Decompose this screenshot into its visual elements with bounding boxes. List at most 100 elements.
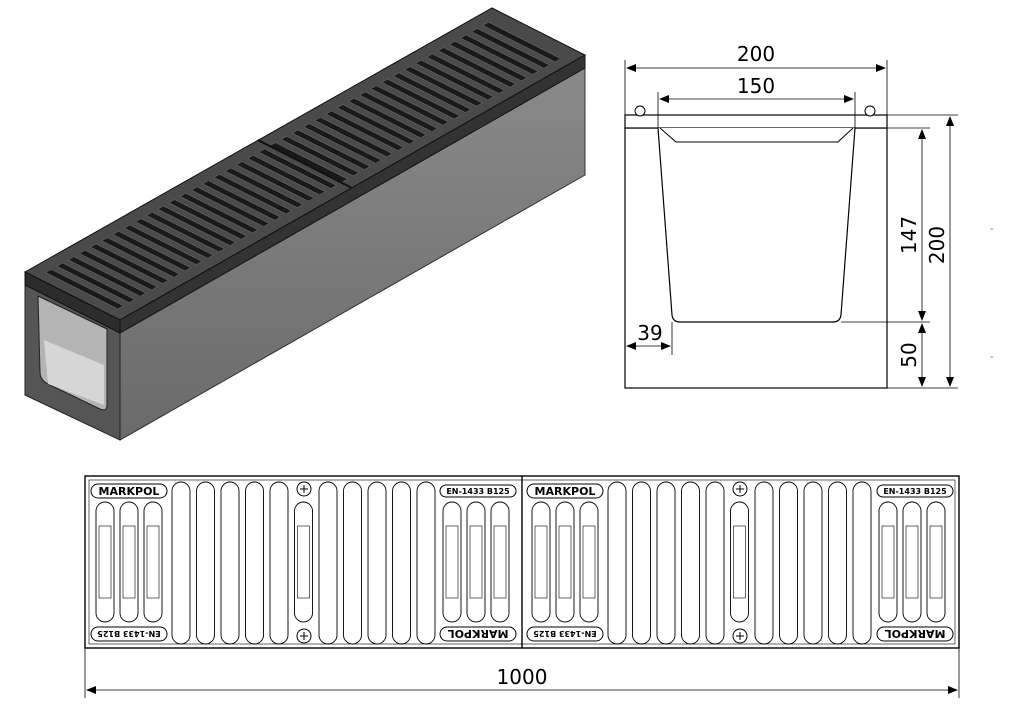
iso-grate-slot [448,40,528,82]
grate-slot [490,501,510,623]
grate-slot-inner [469,525,483,599]
grate-2: MARKPOL EN-1433 B125 EN-1433 B125 MARKPO… [526,481,954,644]
iso-grate-slot [157,205,237,246]
grate-slot [119,501,139,623]
grate-slot [828,481,847,645]
grate-1-norm-rotated: EN-1433 B125 [97,629,161,638]
dim-overall-height: 200 [925,226,949,264]
grate-seam [257,139,353,189]
section-grate [659,127,854,143]
grate-slot-inner [534,525,548,599]
iso-grate-slot [459,34,539,75]
grate-slot-inner [558,525,572,599]
iso-grate-slot [314,116,394,158]
iso-grate-slot [482,21,562,63]
iso-grate-slot [45,269,125,310]
grate-slot-inner [146,525,160,599]
iso-grate-slot [437,47,517,88]
grate-slot [269,481,289,645]
iso-grate-slot [280,136,360,177]
grate-slot [803,481,823,645]
iso-grate-slot [403,66,483,107]
iso-grate-slot [370,85,450,126]
grate-slot [705,481,725,645]
grate-slot [555,501,575,623]
section-inner-channel [657,127,856,323]
grate-slot [902,501,922,623]
grate-slot [245,481,264,645]
iso-grate-slot [67,256,147,297]
grate-slot [196,481,215,645]
iso-grate-slot [78,250,158,291]
grate-slot [632,481,651,645]
grate-slot [171,481,191,645]
isometric-view [23,7,587,441]
iso-grate-slot [179,193,259,234]
grate-1: MARKPOL EN-1433 B125 EN-1433 B125 MARKPO… [90,481,517,644]
iso-grate-slot [202,180,282,221]
dim-inner-depth: 147 [897,216,921,254]
grate-slot [220,481,240,645]
iso-grate-slot [291,129,371,170]
grate-2-norm: EN-1433 B125 [883,487,947,496]
grate-slot [392,481,411,645]
grate-2-brand-rotated: MARKPOL [885,627,946,640]
grate-1-brand: MARKPOL [99,485,160,498]
iso-grate-slot [146,212,225,253]
grate-1-brand-rotated: MARKPOL [448,627,509,640]
iso-grate-slot [381,78,461,120]
grate-slot-inner [733,525,746,599]
grate-slot-inner [582,525,596,599]
grate-slot [294,501,313,623]
iso-grate-slot [56,262,136,303]
grate-slot-inner [881,525,895,599]
svg-text:-: - [990,352,994,363]
iso-grate-slot [101,237,181,278]
grate-slot [531,501,551,623]
grate-slot [367,481,387,645]
dim-overall-width: 200 [737,42,775,66]
svg-text:-: - [990,224,994,235]
iso-grate-slot [123,224,203,265]
iso-grate-slot [190,186,270,227]
grate-slot [852,481,872,645]
iso-grate-slot [392,72,472,113]
iso-grate-slot [134,218,214,259]
grate-slot [926,501,946,623]
grate-1-norm: EN-1433 B125 [446,487,510,496]
grate-frame-side [119,54,586,334]
plan-grate-slots [95,481,946,645]
plan-view: MARKPOL EN-1433 B125 EN-1433 B125 MARKPO… [84,475,960,698]
grate-slot [607,481,627,645]
grate-slot [343,481,362,645]
grate-slot [143,501,163,623]
grate-slot-inner [445,525,459,599]
iso-grate-slot [246,155,326,196]
iso-grate-slot [347,97,427,139]
grate-slot [754,481,774,645]
dim-inner-width: 150 [737,74,775,98]
grate-slot [730,501,749,623]
isometric-grate-slots [45,21,562,310]
iso-grate-slot [90,243,169,284]
grate-slot [416,481,436,645]
iso-grate-slot [235,161,315,202]
iso-grate-slot [213,174,293,215]
dim-length: 1000 [497,665,548,689]
iso-grate-slot [258,148,338,189]
grate-slot-inner [122,525,136,599]
bolt-left-icon [634,105,646,117]
grate-slot-inner [929,525,943,599]
grate-slot [779,481,798,645]
grate-slot [681,481,700,645]
grate-2-brand: MARKPOL [535,485,596,498]
grate-slot [656,481,676,645]
grate-slot [95,501,115,623]
iso-grate-slot [336,104,416,145]
grate-slot [579,501,599,623]
iso-grate-slot [224,167,304,208]
grate-slot-inner [493,525,507,599]
grate-slot [878,501,898,623]
iso-grate-slot [426,53,506,94]
